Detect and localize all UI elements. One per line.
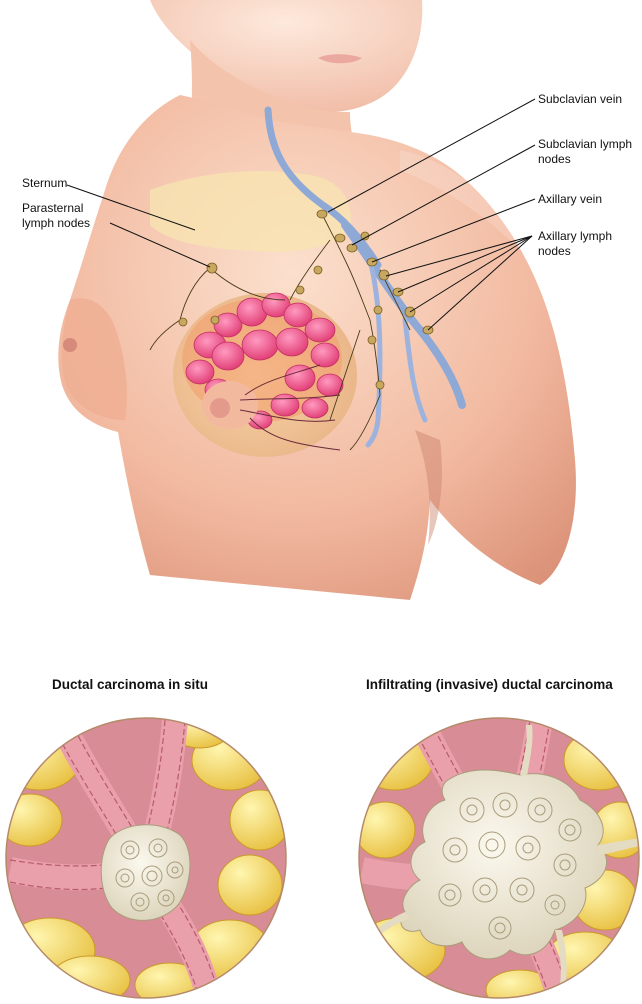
label-axillary-nodes-line2: nodes xyxy=(538,244,571,258)
dcis-cluster xyxy=(100,824,191,921)
label-subclavian-nodes-line2: nodes xyxy=(538,152,571,166)
leader-parasternal xyxy=(109,222,211,268)
axillary-vein-path xyxy=(341,221,466,409)
armpit-shadow xyxy=(415,430,442,545)
lymph-nodes xyxy=(178,209,434,390)
leader-axillary-nodes-3 xyxy=(409,235,533,313)
leader-axillary-nodes-2 xyxy=(397,235,533,293)
leader-axillary-vein xyxy=(371,198,536,263)
leader-axillary-nodes-1 xyxy=(385,235,533,277)
label-sternum: Sternum xyxy=(22,176,68,190)
leader-subclavian-vein xyxy=(327,98,536,213)
caption-dcis: Ductal carcinoma in situ xyxy=(52,677,209,692)
leader-sternum xyxy=(66,184,196,231)
left-breast xyxy=(61,298,127,420)
label-subclavian-nodes-line1: Subclavian lymph xyxy=(538,137,633,151)
caption-invasive: Infiltrating (invasive) ductal carcinoma xyxy=(366,677,613,692)
inset-dcis xyxy=(6,718,286,998)
face xyxy=(150,0,423,113)
label-parasternal-line2: lymph nodes xyxy=(22,216,91,230)
lips xyxy=(318,54,362,64)
invasive-mass xyxy=(370,725,639,985)
label-axillary-nodes-line1: Axillary lymph xyxy=(538,229,613,243)
label-subclavian-vein: Subclavian vein xyxy=(538,92,623,106)
label-axillary-vein: Axillary vein xyxy=(538,192,603,206)
leader-axillary-nodes-4 xyxy=(427,235,533,331)
axillary-vein-branch xyxy=(402,317,428,423)
inset-dcis-border xyxy=(5,717,287,999)
leader-subclavian-nodes xyxy=(351,144,536,246)
torso xyxy=(58,0,576,600)
nipple xyxy=(210,398,230,418)
inset-invasive-border xyxy=(358,717,640,999)
areola xyxy=(202,381,258,429)
left-nipple xyxy=(63,338,77,352)
sectioned-breast xyxy=(173,292,357,457)
label-parasternal-line1: Parasternal xyxy=(22,201,84,215)
leader-lines xyxy=(66,98,536,331)
shoulder-highlight xyxy=(400,150,520,250)
ducts xyxy=(239,364,341,451)
subclavian-vein-path xyxy=(264,106,382,269)
